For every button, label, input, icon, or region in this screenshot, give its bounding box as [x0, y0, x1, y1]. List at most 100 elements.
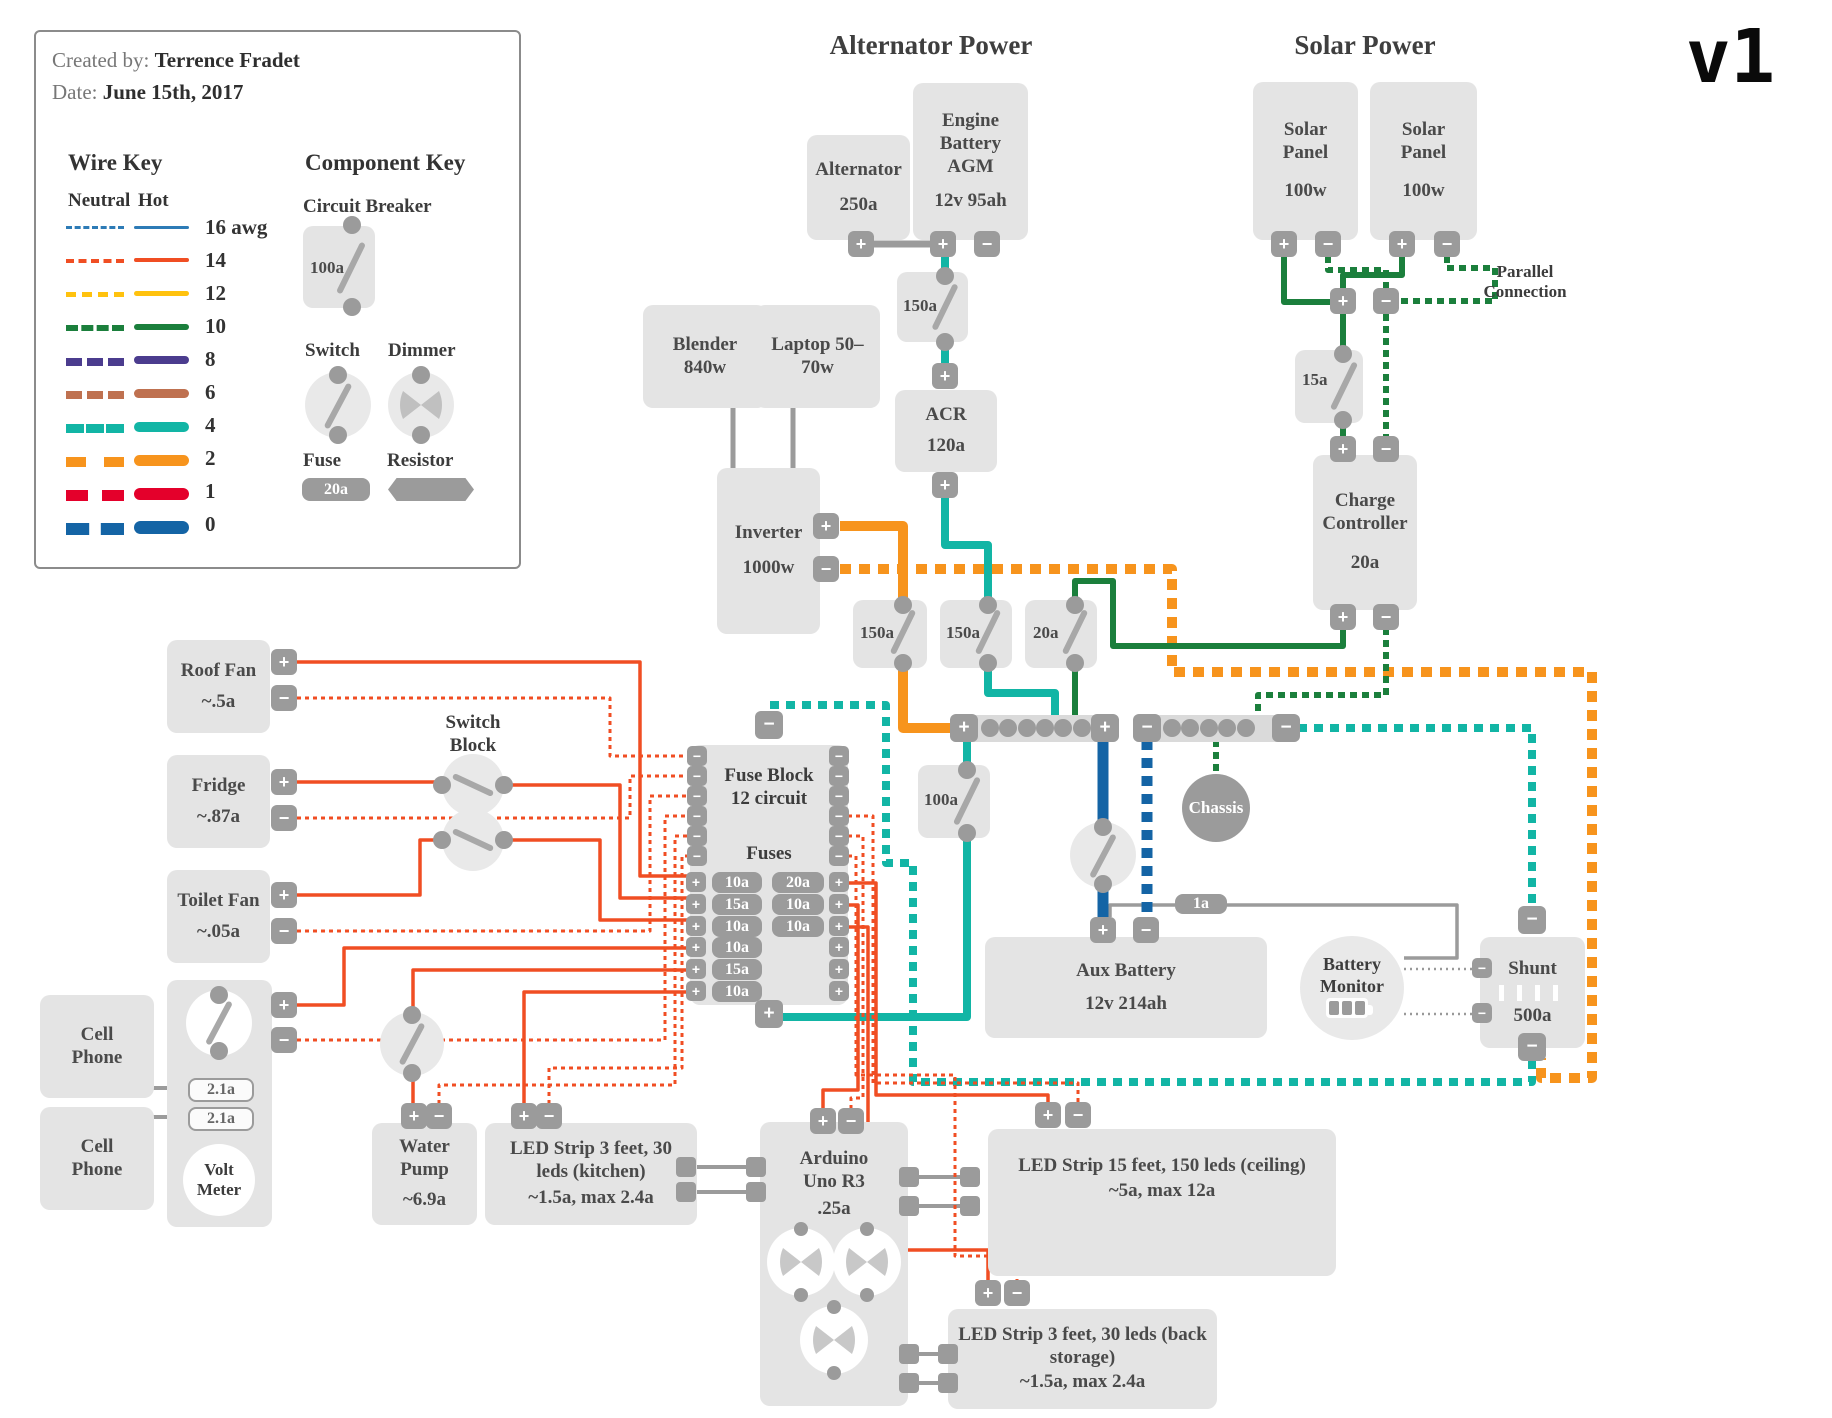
ledback-port-1 — [938, 1344, 958, 1364]
swatch-hot-0 — [134, 521, 189, 534]
dimmer-stud-bottom — [412, 426, 430, 444]
wire-breaker100-fuseblock — [780, 835, 971, 1021]
volt-meter-label: Volt Meter — [196, 1160, 242, 1199]
arduino-right-port-1 — [899, 1167, 919, 1187]
cc-bottom-plus-terminal — [1330, 604, 1356, 630]
solar-panel-1-box: Solar Panel 100w — [1253, 82, 1358, 240]
fuseblock-right-minus-2 — [829, 766, 849, 786]
arduino-dimmer-3-stud-top — [827, 1300, 841, 1314]
water-pump-stud-top — [403, 1006, 421, 1024]
inverter-breaker-stud-bottom — [894, 654, 912, 672]
swatch-neutral-1 — [66, 490, 124, 501]
usb-fuse-1: 2.1a — [188, 1078, 254, 1102]
toilet-fan-minus-terminal — [271, 918, 297, 944]
panel1-minus-terminal — [1315, 231, 1341, 257]
fuse-right-3: 10a — [772, 916, 824, 937]
led-kitchen-box: LED Strip 3 feet, 30 leds (kitchen) ~1.5… — [485, 1123, 697, 1225]
switch-block-label: Switch Block — [445, 712, 501, 756]
engine-breaker-amps: 150a — [903, 296, 937, 315]
toilet-fan-value: ~.05a — [196, 920, 241, 942]
roof-fan-box: Roof Fan ~.5a — [167, 640, 270, 733]
wire-acr-breaker150b — [941, 498, 992, 608]
awg-label-6: 6 — [205, 380, 216, 404]
alternator-box: Alternator 250a — [807, 135, 910, 240]
wire-battery-monitor-1a-b — [1226, 903, 1459, 960]
arduino-dimmer-1-fan-icon — [780, 1248, 822, 1276]
breaker-stud-bottom — [343, 298, 361, 316]
posbus-left-plus-terminal — [950, 714, 978, 742]
acr-box: ACR 120a — [895, 390, 997, 472]
aux-breaker-stud-top — [958, 761, 976, 779]
led-back-minus-terminal — [1004, 1280, 1030, 1306]
alternator-value: 250a — [839, 193, 878, 215]
fuse-block-title-1: Fuse Block — [724, 765, 814, 786]
acr-breaker-stud-top — [979, 596, 997, 614]
fuse-block-title: Fuse Block 12 circuit — [690, 765, 848, 811]
led-kitchen-minus-terminal — [536, 1103, 562, 1129]
battery-level-icon — [1326, 998, 1373, 1018]
led-kitchen-name: LED Strip 3 feet, 30 leds (kitchen) — [509, 1137, 672, 1182]
fuseblock-right-plus-5 — [829, 959, 849, 979]
inverter-box: Inverter 1000w — [717, 468, 820, 634]
disconnect-stud-top — [1094, 818, 1112, 836]
water-pump-value: ~6.9a — [402, 1189, 447, 1211]
swatch-hot-8 — [134, 356, 189, 364]
panel2-plus-terminal — [1389, 231, 1415, 257]
roof-fan-minus-terminal — [271, 685, 297, 711]
aux-battery-plus-terminal — [1090, 917, 1116, 943]
wire-panel1-pos — [1281, 256, 1332, 305]
panel-minus-terminal — [271, 1027, 297, 1053]
aux-battery-value: 12v 214ah — [1085, 992, 1167, 1014]
arduino-left-port-2 — [746, 1182, 766, 1202]
swatch-hot-10 — [134, 324, 189, 330]
wire-inverter-breaker150c — [840, 521, 908, 608]
fuseblock-left-minus-1 — [687, 746, 707, 766]
swatch-neutral-8 — [66, 358, 124, 366]
awg-label-16: 16 awg — [205, 215, 268, 239]
water-pump-minus-terminal — [426, 1103, 452, 1129]
arduino-dimmer-1-stud-top — [794, 1222, 808, 1236]
inverter-minus-terminal — [813, 556, 839, 582]
fuseblock-right-plus-1 — [829, 872, 849, 892]
panel1-plus-terminal — [1271, 231, 1297, 257]
wire-breaker150b-busbar — [984, 660, 1059, 720]
solar-power-title: Solar Power — [1294, 30, 1436, 60]
panel-switch-stud-bottom — [210, 1042, 228, 1060]
fuse-left-3: 10a — [712, 916, 762, 937]
laptop-box: Laptop 50–70w — [755, 305, 880, 408]
solar-out-breaker-stud-bottom — [1066, 654, 1084, 672]
led-ceiling-minus-terminal — [1065, 1102, 1091, 1128]
wire-negbus-shunt — [1298, 724, 1536, 908]
fuseblock-left-plus-1 — [686, 872, 706, 892]
posbus-stud-3 — [1018, 719, 1036, 737]
fuseblock-right-plus-4 — [829, 937, 849, 957]
inverter-breaker-stud-top — [894, 596, 912, 614]
fuseblock-right-minus-1 — [829, 746, 849, 766]
wire-panel2-pos — [1340, 256, 1405, 290]
arduino-dimmer-2-stud-top — [860, 1222, 874, 1236]
arduino-left-port-1 — [746, 1157, 766, 1177]
shunt-bottom-minus-terminal — [1518, 1033, 1546, 1061]
blender-name: Blender 840w — [672, 333, 738, 378]
fuse-left-5: 15a — [712, 959, 762, 980]
created-by-label: Created by: — [52, 48, 150, 72]
neutral-header: Neutral — [68, 190, 131, 211]
fuseblock-left-minus-5 — [687, 826, 707, 846]
roof-fan-name: Roof Fan — [180, 659, 257, 681]
swatch-neutral-2 — [66, 457, 124, 467]
aux-breaker-amps: 100a — [924, 790, 958, 809]
negbus-stud-1 — [1163, 719, 1181, 737]
swatch-hot-12 — [134, 291, 189, 296]
circuit-breaker-glyph — [303, 226, 375, 308]
fridge-value: ~.87a — [196, 805, 241, 827]
wire-cc-negbus — [1255, 628, 1389, 718]
negbus-left-minus-terminal — [1133, 714, 1161, 742]
roof-fan-plus-terminal — [271, 649, 297, 675]
engine-battery-name: Engine Battery AGM — [939, 109, 1002, 177]
switch-block-2-stud-left — [433, 831, 451, 849]
wire-arduino-neutral — [848, 834, 865, 1108]
cell-phone-1-name: Cell Phone — [71, 1023, 123, 1068]
alternator-power-title: Alternator Power — [829, 30, 1033, 60]
disconnect-stud-bottom — [1094, 875, 1112, 893]
